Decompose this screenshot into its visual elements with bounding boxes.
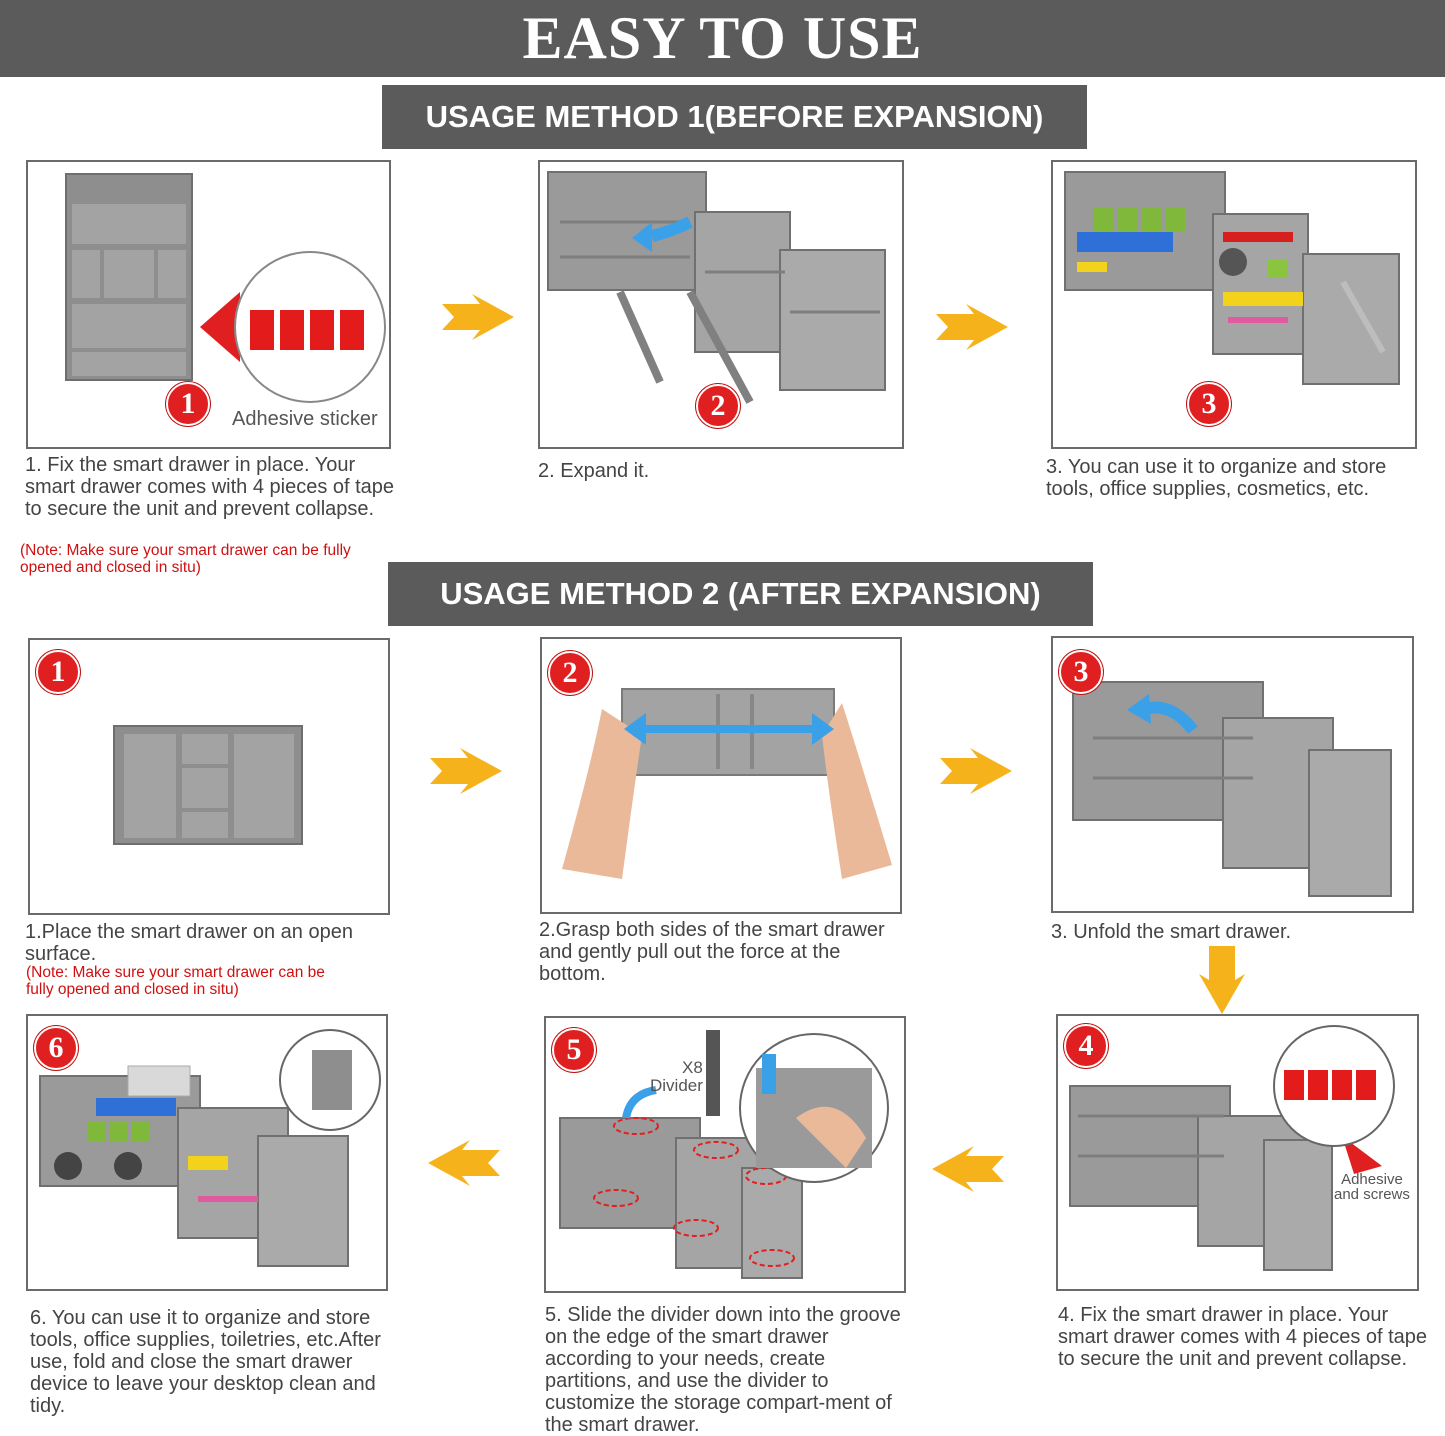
arrow-left-icon	[426, 1138, 502, 1188]
m1-step1-note: (Note: Make sure your smart drawer can b…	[20, 542, 351, 576]
m2-step6-image: 6	[26, 1014, 388, 1291]
expanding-drawer-illustration	[547, 171, 886, 404]
m1-step2-image: 2	[538, 160, 904, 449]
m2-step4-caption: 4. Fix the smart drawer in place. Your s…	[1058, 1304, 1428, 1370]
method2-title: USAGE METHOD 2 (AFTER EXPANSION)	[440, 576, 1041, 611]
m2-step4-image: 4 Adhesive and screws	[1056, 1014, 1419, 1291]
method2-title-bar: USAGE METHOD 2 (AFTER EXPANSION)	[388, 562, 1093, 626]
step-badge-4: 4	[1064, 1024, 1108, 1068]
step-badge-1: 1	[166, 382, 210, 426]
arrow-right-icon	[934, 302, 1010, 352]
fix-drawer-illustration	[1069, 1025, 1395, 1271]
adhesive-label-line1: Adhesive	[1341, 1171, 1403, 1188]
arrow-left-icon	[930, 1144, 1006, 1194]
method1-title: USAGE METHOD 1(BEFORE EXPANSION)	[425, 99, 1044, 134]
m2-step1-image: 1	[28, 638, 390, 915]
step-badge-3: 3	[1187, 382, 1231, 426]
arrow-down-icon	[1197, 944, 1247, 1016]
m2-step1-caption: 1.Place the smart drawer on an open surf…	[25, 921, 353, 965]
step-badge-5: 5	[552, 1028, 596, 1072]
step-badge-3: 3	[1059, 650, 1103, 694]
divider-qty-label: X8	[682, 1058, 703, 1077]
m2-step3-caption: 3. Unfold the smart drawer.	[1051, 921, 1292, 943]
m2-step1-note: (Note: Make sure your smart drawer can b…	[26, 964, 325, 998]
arrow-right-icon	[938, 746, 1014, 796]
divider-insert-illustration	[559, 1030, 889, 1279]
organized-expanded-drawer-illustration	[39, 1029, 381, 1267]
m1-step3-image: 3	[1051, 160, 1417, 449]
pull-drawer-illustration	[562, 688, 892, 879]
arrow-right-icon	[428, 746, 504, 796]
m2-step2-caption: 2.Grasp both sides of the smart drawer a…	[539, 919, 885, 985]
m2-step5-caption: 5. Slide the divider down into the groov…	[545, 1304, 901, 1436]
closed-drawer-illustration	[65, 173, 386, 403]
organized-drawer-illustration	[1064, 171, 1400, 385]
step-badge-6: 6	[34, 1026, 78, 1070]
adhesive-sticker-label: Adhesive sticker	[232, 408, 378, 430]
m1-step1-caption: 1. Fix the smart drawer in place. Your s…	[25, 454, 395, 520]
arrow-right-icon	[440, 292, 516, 342]
m2-step3-image: 3	[1051, 636, 1414, 913]
adhesive-label-line2: and screws	[1334, 1186, 1410, 1203]
step-badge-1: 1	[36, 650, 80, 694]
page-header: EASY TO USE	[0, 0, 1445, 77]
m2-step6-caption: 6. You can use it to organize and store …	[30, 1307, 381, 1417]
m2-step5-image: 5 X8 Divider	[544, 1016, 906, 1293]
m1-step2-caption: 2. Expand it.	[538, 460, 650, 482]
step-badge-2: 2	[548, 651, 592, 695]
step-badge-2: 2	[696, 384, 740, 428]
method1-title-bar: USAGE METHOD 1(BEFORE EXPANSION)	[382, 85, 1087, 149]
page-title: EASY TO USE	[522, 5, 923, 71]
unfold-drawer-illustration	[1072, 681, 1392, 897]
divider-label: Divider	[650, 1076, 703, 1095]
m2-step2-image: 2	[540, 637, 902, 914]
m1-step3-caption: 3. You can use it to organize and store …	[1046, 456, 1387, 500]
drawer-on-surface-illustration	[113, 725, 303, 845]
adhesive-screws-label: Adhesive and screws	[1334, 1172, 1410, 1202]
m1-step1-image: 1 Adhesive sticker	[26, 160, 391, 449]
